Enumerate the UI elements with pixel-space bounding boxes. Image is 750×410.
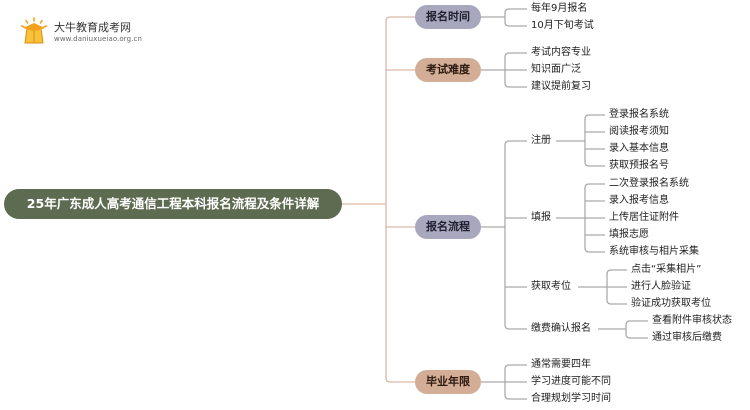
logo-rays: [20, 17, 48, 28]
leaf-register-1: 登录报名系统: [609, 109, 669, 120]
leaf-fill-3: 上传居住证附件: [609, 212, 679, 223]
leaf-difficulty-2: 知识面广泛: [531, 64, 581, 75]
leaf-seat-3: 验证成功获取考位: [631, 298, 711, 309]
register-connector: [556, 114, 605, 167]
branch-node-exam-difficulty: 考试难度: [415, 58, 481, 82]
leaf-fill-2: 录入报考信息: [609, 195, 669, 206]
brand-logo[interactable]: 大牛教育成考网 www.daniuxueiao.org.cn: [18, 16, 148, 48]
mindmap-root-node: 25年广东成人高考通信工程本科报名流程及条件详解: [4, 189, 342, 219]
leaf-difficulty-1: 考试内容专业: [531, 47, 591, 58]
leaf-register-4: 获取预报名号: [609, 160, 669, 171]
leaf-exam-month: 10月下旬考试: [531, 20, 594, 31]
difficulty-connector: [481, 52, 527, 88]
branch-node-study-years: 毕业年限: [415, 370, 481, 394]
group-node-get-seat: 获取考位: [531, 281, 571, 292]
leaf-fill-1: 二次登录报名系统: [609, 178, 689, 189]
leaf-fill-4: 填报志愿: [609, 229, 649, 240]
leaf-years-2: 学习进度可能不同: [531, 376, 611, 387]
leaf-register-2: 阅读报考须知: [609, 126, 669, 137]
leaf-seat-1: 点击“采集相片”: [631, 264, 702, 275]
years-connector: [481, 364, 527, 400]
root-connector: [342, 16, 415, 383]
leaf-years-3: 合理规划学习时间: [531, 393, 611, 404]
pay-confirm-connector: [598, 320, 648, 339]
group-node-register: 注册: [531, 135, 551, 146]
fill-in-connector: [556, 183, 605, 253]
leaf-years-1: 通常需要四年: [531, 359, 591, 370]
leaf-pay-1: 查看附件审核状态: [652, 315, 732, 326]
group-node-pay-confirm: 缴费确认报名: [531, 323, 591, 334]
process-connector: [481, 140, 527, 330]
branch-node-signup-time: 报名时间: [415, 5, 481, 29]
leaf-signup-month: 每年9月报名: [531, 3, 588, 14]
signup-time-connector: [481, 8, 527, 27]
logo-name: 大牛教育成考网: [54, 21, 131, 34]
logo-cap: [23, 23, 45, 32]
leaf-pay-2: 通过审核后缴费: [652, 332, 722, 343]
graduation-book-icon: [20, 17, 48, 44]
leaf-fill-5: 系统审核与相片采集: [609, 246, 699, 257]
leaf-register-3: 录入基本信息: [609, 143, 669, 154]
branch-node-signup-process: 报名流程: [415, 215, 481, 239]
get-seat-connector: [578, 269, 627, 305]
leaf-seat-2: 进行人脸验证: [631, 281, 691, 292]
group-node-fill-in: 填报: [531, 212, 551, 223]
leaf-difficulty-3: 建议提前复习: [531, 81, 591, 92]
logo-url: www.daniuxueiao.org.cn: [54, 35, 143, 43]
